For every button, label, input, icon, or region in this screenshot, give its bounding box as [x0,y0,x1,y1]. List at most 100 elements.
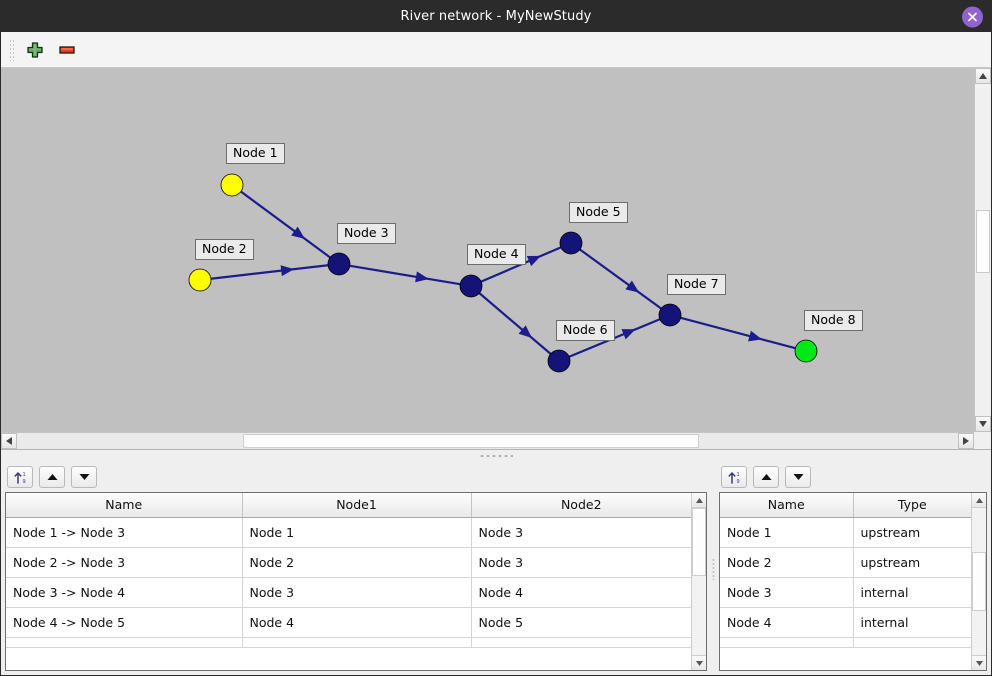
canvas-horizontal-scrollbar[interactable] [1,432,974,449]
scroll-down-button[interactable] [975,416,991,432]
nodes-scroll-up-button[interactable] [972,493,987,508]
canvas-vscroll-track[interactable] [975,84,991,416]
network-canvas[interactable]: Node 1 Node 2 Node 3 Node 4 Node 5 Node 6 Node… [1,68,974,432]
table-cell[interactable] [720,637,854,648]
edge-arrow [280,265,295,277]
table-cell[interactable]: Node 1 [242,517,472,548]
table-cell[interactable] [471,637,691,648]
table-cell[interactable]: internal [853,607,972,638]
triangle-down-icon [695,660,703,666]
nodes-move-up-button[interactable] [753,466,779,488]
nodes-sort-button[interactable]: 1 9 [721,466,747,488]
table-cell[interactable]: Node 1 [720,517,854,548]
scroll-up-button[interactable] [975,68,991,84]
svg-text:9: 9 [22,479,25,485]
nodes-vscroll-track[interactable] [972,508,987,655]
table-cell[interactable]: upstream [853,517,972,548]
node-label-node-5[interactable]: Node 5 [569,202,628,223]
reaches-move-down-button[interactable] [71,466,97,488]
horizontal-splitter[interactable] [711,462,715,675]
node-label-node-3[interactable]: Node 3 [337,223,396,244]
table-cell[interactable]: Node 1 -> Node 3 [6,517,243,548]
table-cell[interactable]: Node 3 [720,577,854,608]
reaches-move-up-button[interactable] [39,466,65,488]
nodes-vertical-scrollbar[interactable] [971,493,987,670]
table-cell[interactable]: Node 2 [720,547,854,578]
node-label-node-6[interactable]: Node 6 [556,320,615,341]
table-cell[interactable]: Node 4 -> Node 5 [6,607,243,638]
reaches-vscroll-track[interactable] [692,508,706,655]
reaches-sort-button[interactable]: 1 9 [7,466,33,488]
nodes-scroll-down-button[interactable] [972,655,987,670]
table-cell[interactable]: Node 2 -> Node 3 [6,547,243,578]
table-cell[interactable] [242,637,472,648]
close-icon [968,12,977,21]
reaches-column-header[interactable]: Node2 [471,493,691,518]
graph-node-node-8[interactable] [794,339,818,363]
nodes-move-down-button[interactable] [785,466,811,488]
graph-node-node-4[interactable] [459,274,483,298]
table-cell[interactable]: Node 2 [242,547,472,578]
pane-divider-grip [711,557,715,580]
node-label-node-1[interactable]: Node 1 [226,143,285,164]
table-cell[interactable]: internal [853,577,972,608]
nodes-vscroll-thumb[interactable] [972,552,987,611]
reaches-scroll-down-button[interactable] [692,655,706,670]
canvas-hscroll-thumb[interactable] [242,434,700,448]
reaches-scroll-up-button[interactable] [692,493,706,508]
scroll-left-button[interactable] [1,433,17,449]
table-cell[interactable]: upstream [853,547,972,578]
scroll-right-button[interactable] [958,433,974,449]
table-cell[interactable] [6,637,243,648]
vertical-splitter[interactable] [1,449,991,462]
graph-node-node-5[interactable] [559,231,583,255]
graph-node-node-1[interactable] [220,173,244,197]
table-cell[interactable]: Node 4 [242,607,472,638]
table-row[interactable] [6,637,691,648]
reaches-vscroll-thumb[interactable] [692,508,706,576]
table-cell[interactable]: Node 3 [471,517,691,548]
nodes-column-header[interactable]: Type [853,493,972,518]
table-cell[interactable]: Node 3 [242,577,472,608]
canvas-vertical-scrollbar[interactable] [974,68,991,432]
node-label-node-2[interactable]: Node 2 [195,239,254,260]
canvas-hscroll-track[interactable] [17,433,958,449]
table-cell[interactable]: Node 5 [471,607,691,638]
table-cell[interactable]: Node 3 [471,547,691,578]
edge-arrow [518,325,533,339]
node-label-node-4[interactable]: Node 4 [467,244,526,265]
table-row[interactable] [720,637,972,648]
graph-node-node-7[interactable] [658,303,682,327]
toolbar-grip[interactable] [9,38,14,61]
node-label-node-7[interactable]: Node 7 [667,274,726,295]
graph-node-node-6[interactable] [547,349,571,373]
canvas-vscroll-thumb[interactable] [976,210,990,274]
reaches-column-header[interactable]: Name [6,493,243,518]
graph-node-node-2[interactable] [188,268,212,292]
table-cell[interactable] [853,637,972,648]
node-label-node-8[interactable]: Node 8 [804,310,863,331]
graph-node-node-3[interactable] [327,252,351,276]
nodes-column-header[interactable]: Name [720,493,854,518]
table-cell[interactable]: Node 4 [720,607,854,638]
add-node-button[interactable] [24,39,46,61]
reaches-vertical-scrollbar[interactable] [691,493,706,670]
table-cell[interactable]: Node 4 [471,577,691,608]
delete-node-button[interactable] [56,39,78,61]
table-cell[interactable]: Node 3 -> Node 4 [6,577,243,608]
close-button[interactable] [962,6,983,27]
reaches-column-header[interactable]: Node1 [242,493,472,518]
